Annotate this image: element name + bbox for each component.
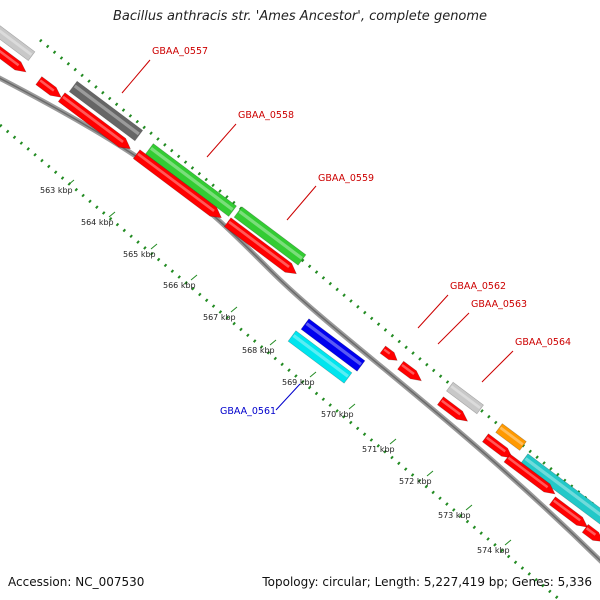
label-leader-line [275, 383, 301, 411]
accession-text: Accession: NC_007530 [8, 575, 145, 589]
tick-label-kbp: 574 kbp [477, 546, 510, 555]
gene-feature-gba-0558[interactable] [145, 143, 237, 217]
gene-label-gbaa-0557[interactable]: GBAA_0557 [152, 46, 208, 57]
gene-feature-teal-0566[interactable] [519, 453, 600, 525]
gc-skew-inner-track [0, 123, 561, 600]
label-leader-line [417, 294, 449, 329]
gene-feature-gba-0557[interactable] [68, 80, 144, 142]
tick-label-kbp: 570 kbp [321, 410, 354, 419]
tick-label-kbp: 572 kbp [399, 477, 432, 486]
cds-feature[interactable] [503, 453, 556, 495]
tick-label-kbp: 568 kbp [242, 346, 275, 355]
tick-label-kbp: 569 kbp [282, 378, 315, 387]
tick-label-kbp: 567 kbp [203, 313, 236, 322]
gene-label-gbaa-0562[interactable]: GBAA_0562 [450, 281, 506, 292]
gene-feature-orange-0565[interactable] [495, 423, 527, 451]
cds-feature[interactable] [223, 217, 297, 275]
gene-feature-gray-0564[interactable] [446, 381, 484, 415]
cds-feature[interactable] [481, 433, 514, 459]
kbp-tick-labels: 563 kbp 564 kbp 565 kbp 566 kbp 567 kbp 568 k… [40, 179, 512, 555]
gene-labels: GBAA_0557GBAA_0558GBAA_0559GBAA_0562GBAA… [152, 46, 571, 417]
gene-feature-gray-0556[interactable] [0, 25, 36, 62]
cds-feature[interactable] [397, 360, 422, 382]
gene-features [0, 25, 600, 542]
label-leader-line [286, 185, 317, 221]
label-leader-lines [121, 59, 514, 411]
tick-label-kbp: 563 kbp [40, 186, 73, 195]
gene-label-gbaa-0558[interactable]: GBAA_0558 [238, 110, 294, 121]
gene-feature-gba-0561[interactable] [287, 330, 353, 384]
cds-feature[interactable] [57, 92, 131, 150]
label-leader-line [481, 350, 514, 383]
tick-label-kbp: 571 kbp [362, 445, 395, 454]
cds-feature[interactable] [132, 149, 222, 219]
gene-label-gbaa-0564[interactable]: GBAA_0564 [515, 337, 571, 348]
genome-summary-text: Topology: circular; Length: 5,227,419 bp… [262, 575, 592, 589]
map-title: Bacillus anthracis str. 'Ames Ancestor',… [112, 9, 488, 24]
tick-label-kbp: 573 kbp [438, 511, 471, 520]
backbone [0, 75, 600, 564]
gene-label-gbaa-0563[interactable]: GBAA_0563 [471, 299, 527, 310]
tick-label-kbp: 565 kbp [123, 250, 156, 259]
gene-feature-gba-0559[interactable] [233, 206, 307, 266]
tick-label-kbp: 566 kbp [163, 281, 196, 290]
cds-feature[interactable] [548, 496, 589, 528]
label-leader-line [121, 59, 151, 94]
cds-feature[interactable] [436, 396, 469, 422]
gene-label-gbaa-0561[interactable]: GBAA_0561 [220, 406, 276, 417]
tick-label-kbp: 564 kbp [81, 218, 114, 227]
label-leader-line [206, 123, 237, 158]
gene-label-gbaa-0559[interactable]: GBAA_0559 [318, 173, 374, 184]
label-leader-line [437, 312, 470, 345]
cds-feature[interactable] [379, 345, 398, 361]
cds-feature[interactable] [581, 523, 600, 542]
cds-feature[interactable] [0, 44, 27, 73]
cds-feature[interactable] [35, 76, 62, 98]
gene-feature-gba-0560[interactable] [300, 318, 366, 372]
